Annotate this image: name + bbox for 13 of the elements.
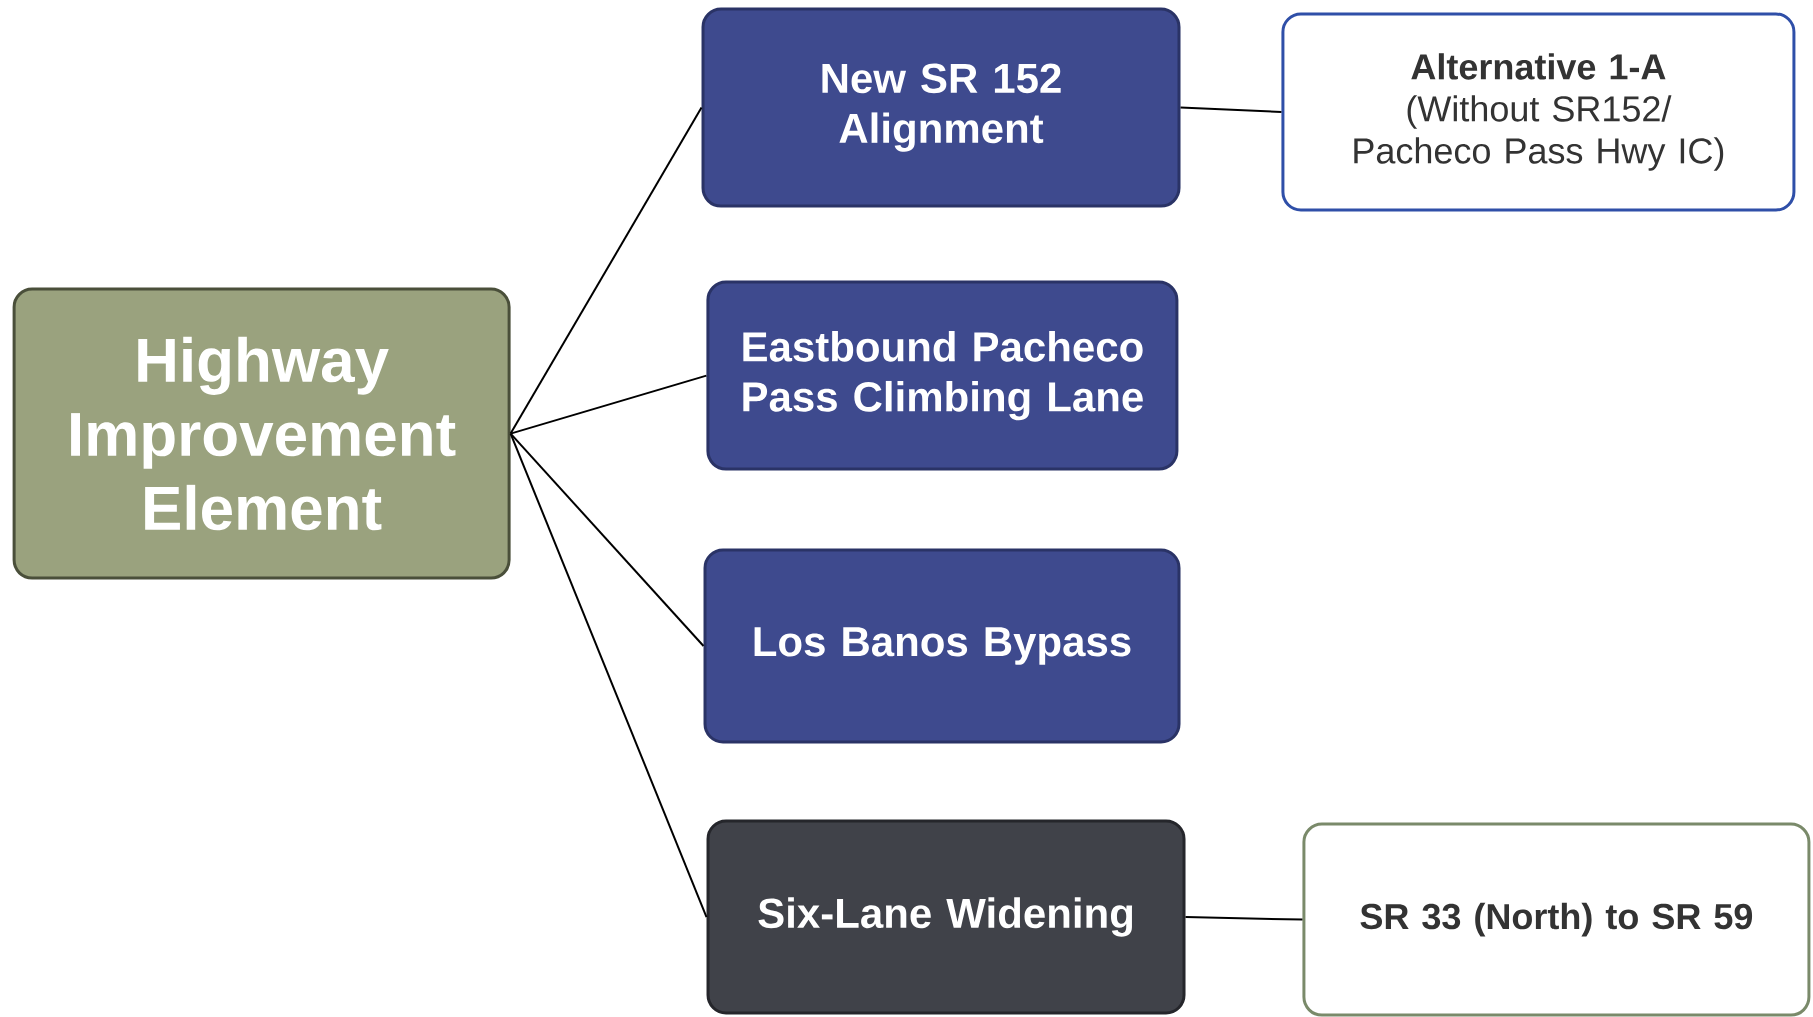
detail-box: Alternative 1-A (Without SR152/ Pacheco Pass Hwy IC) <box>1281 12 1796 212</box>
connector-line <box>509 374 708 435</box>
process-box: New SR 152 Alignment <box>701 7 1181 208</box>
connector-line <box>1179 106 1283 113</box>
connector-line <box>509 432 708 918</box>
process-box: Los Banos Bypass <box>703 548 1181 744</box>
connector-line <box>1184 916 1304 921</box>
category-box: Highway Improvement Element <box>12 287 511 580</box>
process-box: Six-Lane Widening <box>706 819 1186 1015</box>
connector-line <box>509 432 705 647</box>
process-box: Eastbound Pacheco Pass Climbing Lane <box>706 280 1179 471</box>
detail-box: SR 33 (North) to SR 59 <box>1302 822 1811 1017</box>
connector-line <box>509 106 703 435</box>
